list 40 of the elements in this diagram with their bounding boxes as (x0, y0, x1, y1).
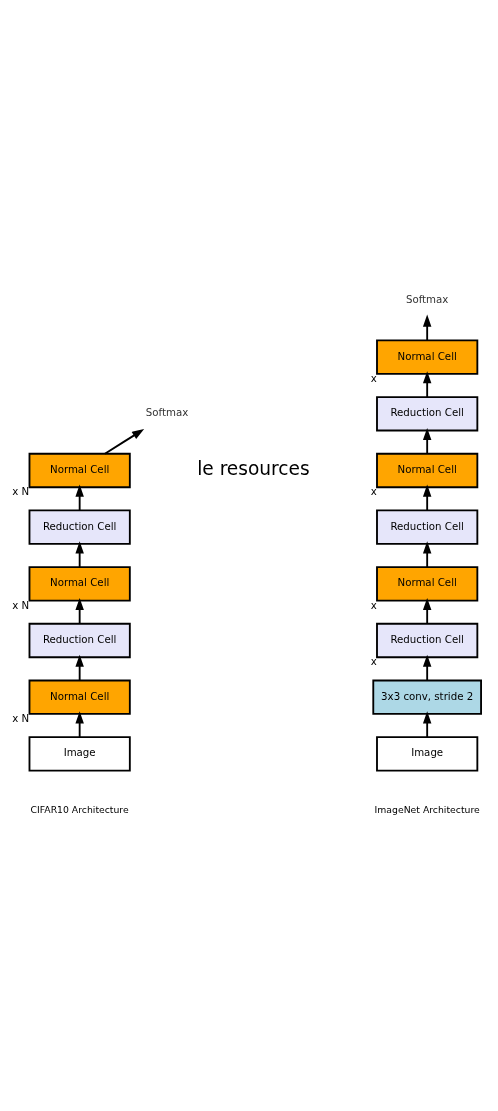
label: le resources (197, 458, 310, 480)
node-box: Reduction Cell (28, 509, 131, 545)
node-label: x (370, 599, 377, 611)
arrow (75, 484, 84, 512)
node-text: Softmax (405, 294, 449, 306)
arrow (422, 711, 432, 738)
node-box: Reduction Cell (28, 622, 131, 659)
arrow (75, 711, 84, 738)
arrow (422, 427, 432, 455)
node-box: Normal Cell (376, 452, 479, 489)
arrow (422, 541, 432, 568)
node-label: x N (12, 486, 30, 498)
node-box: Image (28, 736, 131, 772)
node-box: Reduction Cell (376, 396, 479, 432)
node-box: Normal Cell (28, 452, 131, 489)
node-box: Normal Cell (28, 679, 131, 715)
node-box: Normal Cell (376, 566, 479, 602)
label: CIFAR10 Architecture (30, 803, 129, 815)
node-label: x N (12, 599, 30, 611)
node-label: x (370, 486, 377, 498)
node-box: Normal Cell (28, 566, 131, 602)
node-box: Reduction Cell (376, 509, 479, 545)
node-box: Image (376, 736, 479, 772)
label: ImageNet Architecture (374, 803, 480, 815)
arrow (422, 314, 432, 342)
arrow (75, 654, 84, 682)
arrow (104, 429, 145, 455)
node-label: x (370, 373, 377, 385)
node-box: 3x3 conv, stride 2 (372, 679, 482, 715)
arrow (422, 597, 432, 625)
node-label: x N (12, 713, 30, 725)
arrow (422, 654, 432, 682)
node-box: Reduction Cell (376, 622, 479, 659)
arrow (75, 597, 84, 625)
arrow (75, 541, 84, 568)
node-label: x (370, 656, 377, 668)
arrow (422, 484, 432, 512)
node-box: Normal Cell (376, 339, 479, 375)
node-text: Softmax (145, 407, 189, 419)
arrow (422, 371, 432, 398)
